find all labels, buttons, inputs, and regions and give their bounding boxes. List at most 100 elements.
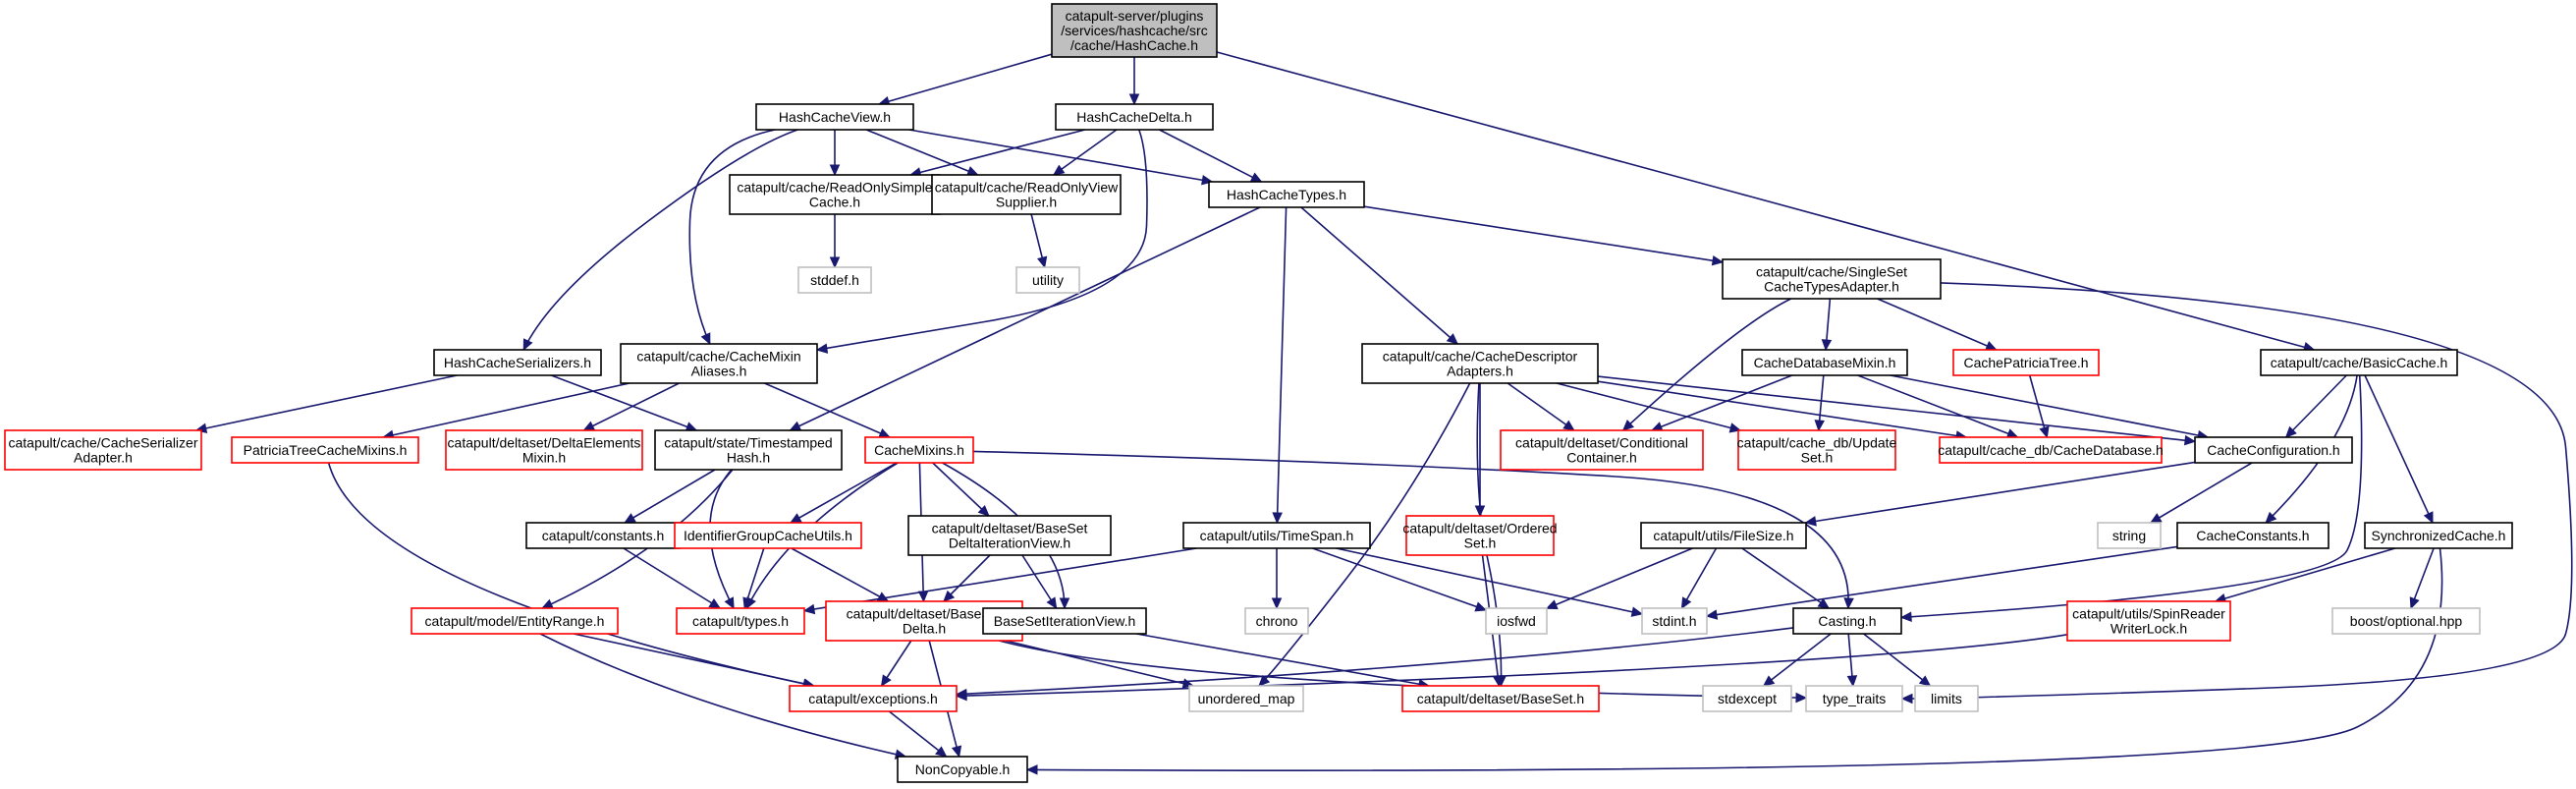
node-exceptions[interactable]: catapult/exceptions.h [789,685,958,712]
edge-line [539,633,906,758]
edge-arrowhead [977,504,990,517]
node-bsdeltaiter[interactable]: catapult/deltaset/BaseSetDeltaIterationV… [907,515,1112,556]
node-basiccache[interactable]: catapult/cache/BasicCache.h [2260,349,2458,376]
edge-filesize-to-stdint [1680,547,1718,610]
edge-arrowhead [700,332,711,346]
edge-line [1005,640,1194,687]
node-ssadapter[interactable]: catapult/cache/SingleSetCacheTypesAdapte… [1722,258,1942,300]
edge-arrowhead [951,745,962,759]
node-bsiter[interactable]: BaseSetIterationView.h [982,607,1147,635]
node-constants[interactable]: catapult/constants.h [525,522,681,549]
edge-arrowhead [815,343,829,354]
node-label: catapult/deltaset/BaseSet [847,606,1003,622]
node-label: CacheConfiguration.h [2207,442,2339,458]
edge-arrowhead [1814,420,1825,432]
node-box [789,685,958,712]
edge-arrowhead [2183,434,2197,446]
edge-line [1805,461,2196,524]
edge-hcview-to-roscache [829,130,841,177]
node-box [2176,522,2329,549]
node-label: /services/hashcache/src [1061,23,1207,38]
node-box [1208,181,1365,208]
edge-dbmixin-to-updateset [1814,374,1825,432]
edge-arrowhead [1918,675,1932,687]
edge-cacheconfig-to-filesize [1804,461,2196,527]
node-hcview[interactable]: HashCacheView.h [755,103,914,131]
node-box [864,436,974,464]
node-box [1405,515,1555,556]
node-cacheconfig[interactable]: CacheConfiguration.h [2194,436,2353,464]
edge-line [791,547,889,602]
edge-exceptions-to-noncopy [888,710,948,758]
node-cachedb[interactable]: catapult/cache_db/CacheDatabase.h [1938,436,2164,464]
edge-arrowhead [1762,675,1776,687]
edge-arrowhead [1984,341,1998,351]
node-timespan[interactable]: catapult/utils/TimeSpan.h [1182,522,1371,549]
edge-arrowhead [2149,513,2163,524]
node-box [1182,522,1371,549]
node-baseset[interactable]: catapult/deltaset/BaseSet.h [1401,685,1600,712]
node-string: string [2097,522,2162,549]
edge-arrowhead [2284,425,2297,438]
node-box [1361,343,1599,384]
node-noncopy[interactable]: NonCopyable.h [897,756,1028,783]
node-filesize[interactable]: catapult/utils/FileSize.h [1640,522,1807,549]
node-hcser[interactable]: HashCacheSerializers.h [433,349,602,376]
edge-line [1706,545,2178,617]
node-ptmixins[interactable]: PatriciaTreeCacheMixins.h [231,436,419,464]
edge-line [383,382,630,438]
edge-line [1258,382,1471,687]
node-ptree[interactable]: CachePatriciaTree.h [1952,349,2100,376]
node-types[interactable]: catapult/types.h [676,607,805,635]
edge-line [624,469,716,524]
edge-line [623,547,721,609]
edge-bsdeltaiter-to-bsdelta [943,554,991,602]
node-box [907,515,1112,556]
node-synccache[interactable]: SynchronizedCache.h [2364,522,2513,549]
edge-hctypes-to-timespan [1272,206,1288,525]
node-hctypes[interactable]: HashCacheTypes.h [1208,181,1365,208]
node-dbmixin[interactable]: CacheDatabaseMixin.h [1741,349,1908,376]
node-label: catapult/types.h [692,613,789,629]
edge-arrowhead [878,427,891,438]
edge-line [1159,129,1262,183]
node-label: catapult/cache/ReadOnlySimple [737,180,932,196]
node-hcdelta[interactable]: HashCacheDelta.h [1055,103,1214,131]
node-label: CacheDatabaseMixin.h [1754,355,1896,370]
node-boostopt: boost/optional.hpp [2331,607,2481,635]
node-box [676,607,805,635]
edge-arrowhead [1846,675,1858,688]
edge-basiccache-to-casting [1899,374,2363,622]
node-box [2194,436,2353,464]
node-casting[interactable]: Casting.h [1792,607,1902,635]
edge-line [1622,298,1792,431]
edge-line [2150,462,2253,524]
node-label: /cache/HashCache.h [1070,37,1198,53]
edge-arrowhead [965,166,979,176]
edge-line [1651,374,1793,431]
edge-arrowhead [1271,597,1283,610]
node-box [2364,522,2513,549]
node-idgroup[interactable]: IdentifierGroupCacheUtils.h [674,522,862,549]
node-root[interactable]: catapult-server/plugins/services/hashcac… [1051,3,1218,58]
edge-line [908,129,1213,183]
edge-line [2215,547,2396,602]
node-label: catapult/deltaset/BaseSet.h [1417,691,1584,706]
edge-line [1680,547,1718,609]
edge-hcdelta-to-hctypes [1159,129,1263,183]
node-entityrange[interactable]: catapult/model/EntityRange.h [411,607,619,635]
edge-line [1890,374,2209,438]
node-cachemixins[interactable]: CacheMixins.h [864,436,974,464]
node-cconstants[interactable]: CacheConstants.h [2176,522,2329,549]
